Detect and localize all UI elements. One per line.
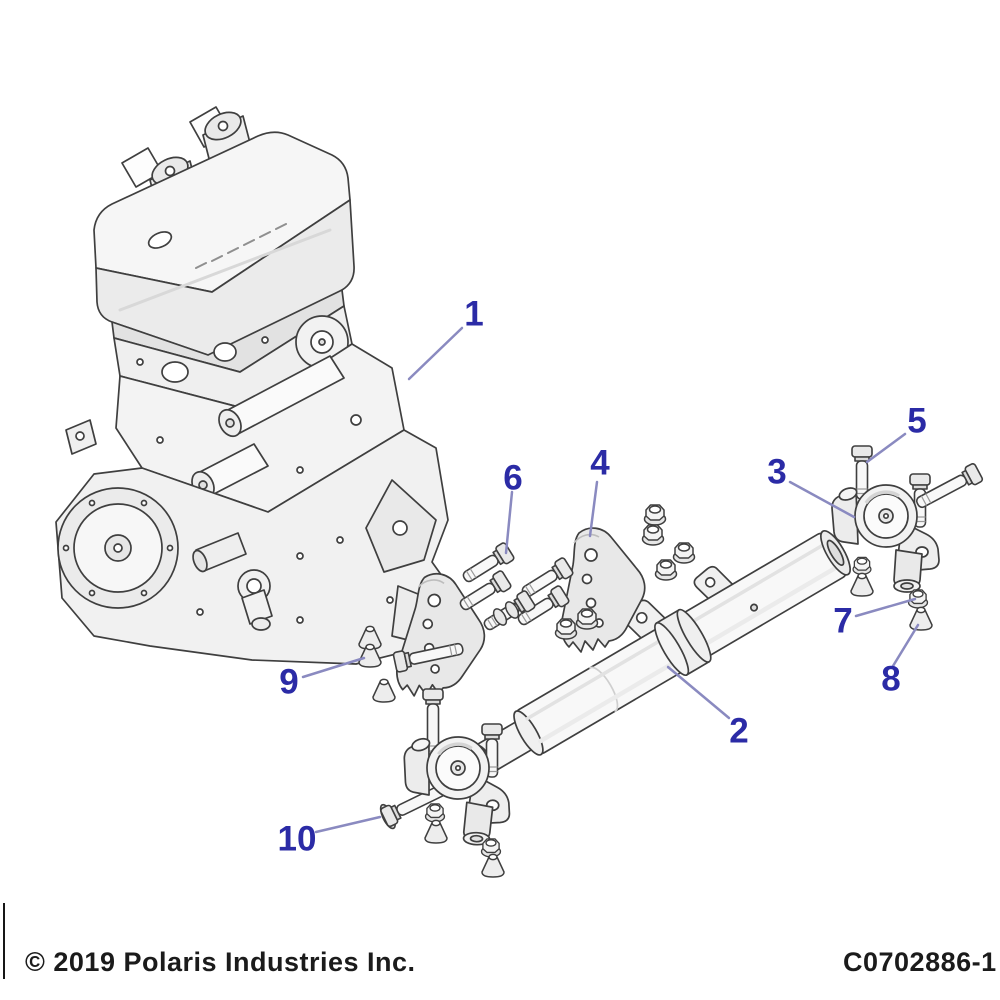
callout-number-1: 1 [464,295,483,334]
callout-6: 6 [503,459,523,555]
flange-nut [643,504,667,526]
callout-1: 1 [407,295,484,381]
flange-nut [852,556,872,575]
callout-3: 3 [767,453,856,519]
flange-nut [424,803,446,823]
flange-nut-8 [909,606,933,631]
flange-nut [672,542,696,564]
flange-nut [641,524,665,546]
leader-line-8 [891,623,920,668]
cone-washer [372,678,396,703]
callout-number-5: 5 [907,402,926,441]
part-number-text: C0702886-1 [843,947,997,977]
water-pump [192,532,273,631]
cylinder-block [115,343,405,513]
leader-line-7 [854,597,917,618]
flange-nut [575,608,599,630]
callout-9: 9 [279,656,366,702]
callout-number-3: 3 [767,453,786,492]
callout-4: 4 [588,444,610,538]
cone-washer [424,819,448,844]
callout-7: 7 [833,597,917,641]
flange-nut [654,559,678,581]
callout-2: 2 [666,665,749,751]
engine-left-lug [65,419,97,455]
callout-number-8: 8 [881,660,900,699]
callout-number-9: 9 [279,663,298,702]
clutch-cover [57,487,179,609]
engine-illustration [55,106,453,665]
callout-number-10: 10 [278,820,317,859]
callout-10: 10 [278,815,382,859]
copyright-text: © 2019 Polaris Industries Inc. [25,947,416,977]
leader-line-4 [588,480,599,538]
leader-line-3 [788,480,856,519]
leader-line-6 [504,490,514,555]
cone-washer [481,853,505,878]
leader-line-2 [666,665,731,720]
callout-number-2: 2 [729,712,748,751]
stud-washer-2 [492,608,508,626]
callout-8: 8 [881,623,920,699]
callout-number-4: 4 [590,444,610,483]
callout-number-7: 7 [833,602,852,641]
flange-nut [554,618,578,640]
cone-washer [850,572,874,597]
stud-washer-1 [504,601,520,619]
callout-5: 5 [865,402,927,464]
page-border-line [3,903,5,979]
callout-number-6: 6 [503,459,522,498]
leader-line-5 [865,432,907,464]
leader-line-9 [301,656,366,679]
leader-line-1 [407,326,464,381]
leader-line-10 [314,815,382,834]
